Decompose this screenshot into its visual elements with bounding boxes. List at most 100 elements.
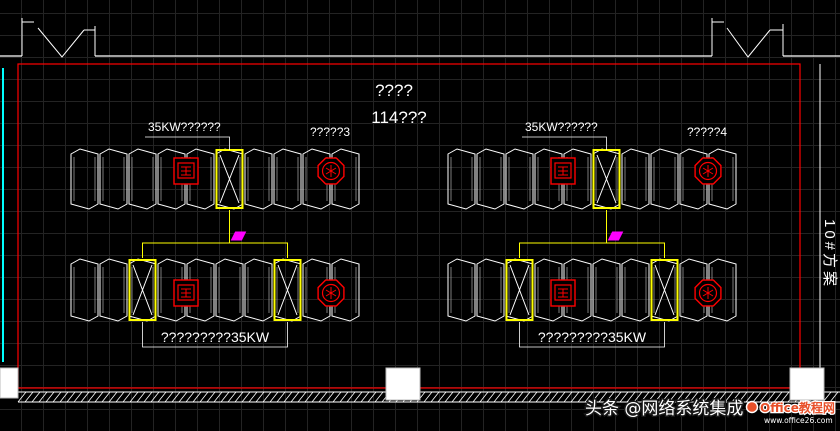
rack-side-panels [102,267,125,313]
rack-outline [650,148,679,210]
rack-outline [563,258,592,322]
rack-outline [99,148,128,210]
rack-outline [621,148,650,210]
rack-side-panels [276,267,299,313]
rack-icon [273,148,302,210]
rack-icon [650,148,679,210]
square-equipment-icon [173,279,199,307]
rack-outline [476,258,505,322]
column-middle [385,367,421,401]
square-equipment-icon [173,157,199,185]
rack-outline [128,148,157,210]
rack-icon [244,148,273,210]
bottom-label-bracket [519,322,665,348]
logo-url: www.office26.com [764,416,833,425]
rack-outline [331,148,360,210]
rack-icon [476,258,505,322]
rack-outline [302,148,331,210]
rack-outline [157,148,186,210]
rack-side-panels [450,157,473,201]
top-rack-row [70,148,360,210]
room-subtitle: 114??? [371,108,426,127]
top-label-leader [522,136,607,150]
rack-icon [447,148,476,210]
unit-label: ?????4 [687,125,727,139]
tag-icon [607,231,624,241]
octagon-inner-ring [321,161,341,181]
rack-outline [563,148,592,210]
cross-mark [277,264,298,316]
rack-side-panels [595,157,618,201]
rack-outline [621,258,650,322]
rack-side-panels [624,267,647,313]
rack-side-panels [73,157,96,201]
rack-outline [244,148,273,210]
rack-outline [447,258,476,322]
octagon-symbol [702,287,714,299]
column-left [0,367,19,399]
rack-side-panels [218,157,241,201]
rack-side-panels [479,267,502,313]
left-door [21,18,96,58]
rack-icon [621,148,650,210]
rack-icon [476,148,505,210]
octagon-equipment-icon [694,157,722,185]
tag-icon [230,231,247,241]
bottom-wall-outline [18,391,840,403]
site-logo: Office教程网 www.office26.com [745,399,836,425]
rack-side-panels [508,267,531,313]
equipment-symbol [558,166,568,176]
rack-outline [708,148,737,210]
rack-outline [157,258,186,322]
rack-icon [128,148,157,210]
highlighted-rack-icon [650,258,679,322]
rack-side-panels [450,267,473,313]
equipment-symbol [558,288,568,298]
rack-group-1: 35KW???????????3?????????35KW [70,120,360,348]
octagon-equipment-icon [317,279,345,307]
highlighted-rack-icon [505,258,534,322]
cross-mark [509,264,530,316]
office-logo-icon [745,400,759,414]
bottom-label-bracket [142,322,288,348]
highlighted-rack-icon [128,258,157,322]
rack-outline [99,258,128,322]
rack-outline [331,258,360,322]
bottom-wall [17,391,840,403]
rack-outline [244,258,273,322]
rack-outline [534,148,563,210]
bottom-rack-label: ?????????35KW [538,329,647,345]
top-label-leader [145,136,230,150]
rack-side-panels [73,267,96,313]
rack-side-panels [218,267,241,313]
highlight-frame [505,259,534,321]
octagon-inner-ring [698,283,718,303]
rack-outline [476,148,505,210]
room-title: ???? [375,81,413,100]
rack-outline [534,258,563,322]
rack-icon [99,148,128,210]
rack-outline [592,258,621,322]
highlight-frame [273,259,302,321]
rack-icon [621,258,650,322]
rack-side-panels [276,157,299,201]
rack-outline [186,148,215,210]
top-rack-row [447,148,737,210]
watermark-text: 头条 @网络系统集成 [585,399,743,419]
equipment-symbol [181,288,191,298]
cross-mark [132,264,153,316]
unit-label: ?????3 [310,125,350,139]
cross-mark [596,154,617,204]
rack-side-panels [102,157,125,201]
rack-layout: 35KW???????????3?????????35KW35KW???????… [70,120,737,348]
bottom-rack-row [70,258,360,322]
rack-icon [70,148,99,210]
rack-icon [215,258,244,322]
equipment-inner-frame [177,162,195,179]
power-link-line [142,210,288,258]
rack-outline [447,148,476,210]
right-door [711,18,784,58]
octagon-equipment-icon [694,279,722,307]
